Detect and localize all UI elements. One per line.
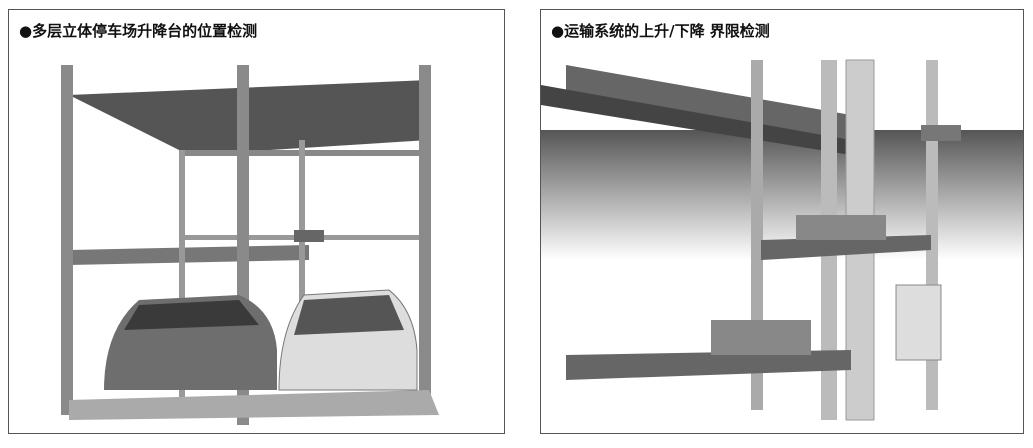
parking-lift-panel: ●多层立体停车场升降台的位置检测 <box>8 9 505 434</box>
panel-title: ●运输系统的上升/下降 界限检测 <box>551 22 770 40</box>
sensor-icon <box>921 125 961 141</box>
conveyor-lift-illustration <box>541 59 1023 421</box>
panel-title: ●多层立体停车场升降台的位置检测 <box>19 22 258 40</box>
conveyor-lift-panel: ●运输系统的上升/下降 界限检测 <box>540 9 1024 434</box>
parking-lift-illustration <box>61 65 439 425</box>
sensor-icon <box>294 230 324 242</box>
control-box <box>895 284 942 361</box>
